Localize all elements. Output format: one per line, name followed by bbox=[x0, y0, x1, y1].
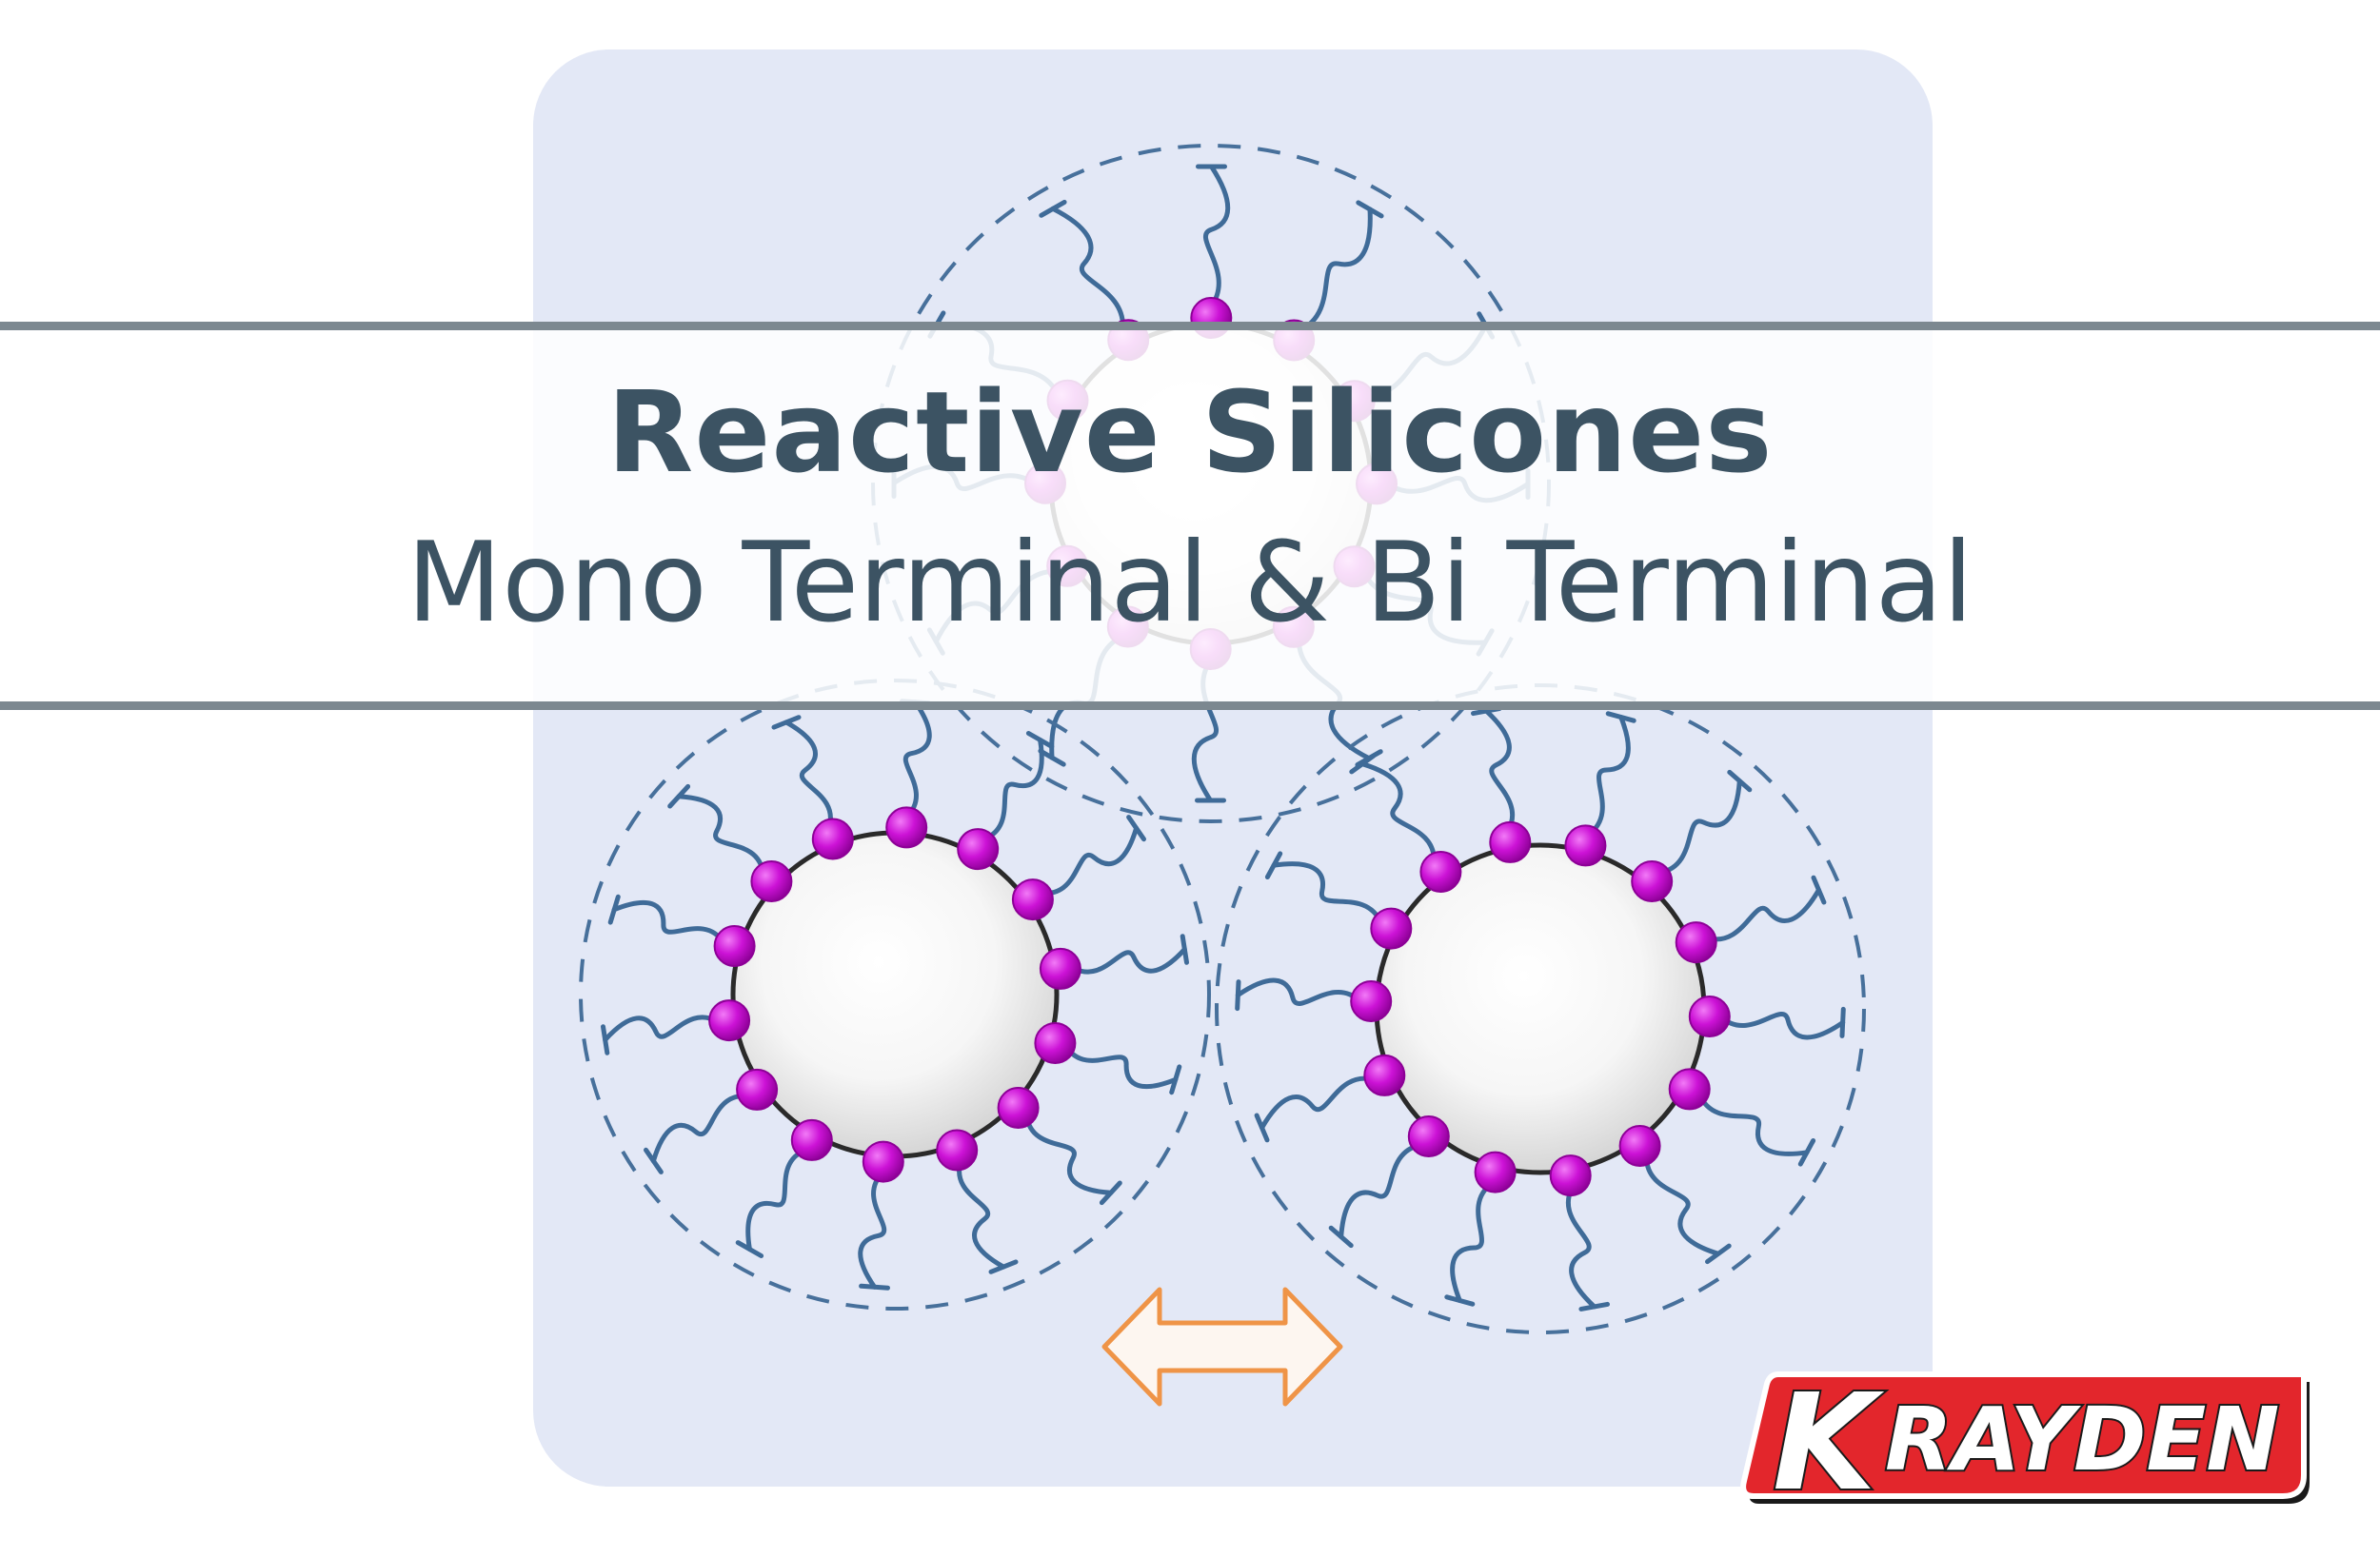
polymer-chain bbox=[1069, 947, 1187, 975]
reactive-group-bead bbox=[1419, 851, 1462, 893]
reactive-group-bead bbox=[1039, 947, 1081, 990]
reactive-group-bead bbox=[708, 999, 751, 1042]
reactive-group-bead bbox=[1688, 996, 1731, 1037]
polymer-chain bbox=[1063, 1044, 1179, 1090]
chain-end-cap bbox=[1099, 1180, 1122, 1206]
polymer-chain bbox=[1359, 761, 1437, 865]
polymer-chain bbox=[1271, 861, 1384, 926]
reactive-group-bead bbox=[885, 806, 928, 849]
title-banner bbox=[0, 322, 2380, 710]
polymer-chain bbox=[981, 738, 1044, 842]
polymer-chain bbox=[1483, 708, 1516, 834]
polymer-chain bbox=[1024, 1113, 1114, 1195]
reactive-group-bead bbox=[1668, 1068, 1711, 1111]
chain-end-cap bbox=[1264, 851, 1283, 879]
chain-end-cap bbox=[1038, 748, 1066, 767]
polymer-chain bbox=[1704, 887, 1821, 942]
polymer-chain bbox=[1565, 1184, 1597, 1310]
reactive-group-bead bbox=[1631, 860, 1674, 902]
polymer-chain bbox=[1339, 1142, 1424, 1239]
chain-end-cap bbox=[1025, 731, 1055, 749]
chain-end-cap bbox=[1797, 1138, 1816, 1167]
page-title: Reactive Silicones bbox=[606, 366, 1774, 498]
reactive-group-bead bbox=[736, 1068, 779, 1111]
krayden-logo: K RAYDEN bbox=[1740, 1364, 2310, 1515]
reactive-group-bead bbox=[957, 828, 1000, 871]
polymer-chain bbox=[902, 700, 932, 818]
chain-end-cap bbox=[1811, 875, 1827, 905]
polymer-chain bbox=[1696, 1092, 1810, 1156]
chain-end-cap bbox=[1039, 199, 1067, 218]
chain-end-cap bbox=[1839, 1006, 1846, 1038]
reactive-group-bead bbox=[750, 860, 793, 902]
reactive-group-bead bbox=[936, 1129, 979, 1172]
reactive-group-bead bbox=[1564, 824, 1607, 867]
reactive-group-bead bbox=[1489, 820, 1532, 863]
polymer-chain bbox=[611, 899, 726, 945]
polymer-chain bbox=[1450, 1180, 1495, 1303]
chain-end-cap bbox=[1349, 753, 1376, 775]
polymer-chain bbox=[1656, 779, 1742, 876]
chain-end-cap bbox=[1705, 1243, 1732, 1265]
chain-end-cap bbox=[735, 1240, 764, 1258]
polymer-chain bbox=[1718, 1012, 1846, 1040]
reactive-group-bead bbox=[713, 925, 756, 967]
chain-end-cap bbox=[1254, 1113, 1270, 1143]
reactive-group-bead bbox=[1618, 1125, 1661, 1167]
reactive-group-bead bbox=[790, 1118, 833, 1161]
chain-end-cap bbox=[607, 894, 621, 925]
chain-end-cap bbox=[988, 1259, 1019, 1274]
particle-right bbox=[1215, 683, 1866, 1334]
polymer-chain bbox=[858, 1171, 887, 1290]
chain-end-cap bbox=[1578, 1301, 1610, 1311]
polymer-chain bbox=[650, 1094, 750, 1164]
reactive-group-bead bbox=[811, 818, 854, 860]
chain-end-cap bbox=[1235, 979, 1241, 1012]
chain-end-cap bbox=[1328, 1225, 1354, 1249]
page-subtitle: Mono Terminal & Bi Terminal bbox=[407, 519, 1973, 647]
polymer-chain bbox=[1644, 1153, 1721, 1256]
polymer-chain bbox=[1050, 206, 1125, 333]
chain-end-cap bbox=[859, 1283, 890, 1291]
polymer-chain bbox=[745, 1147, 809, 1252]
chain-end-cap bbox=[1169, 1064, 1182, 1095]
reactive-group-bead bbox=[1363, 1054, 1406, 1096]
reactive-group-bead bbox=[1474, 1151, 1517, 1193]
polymer-chain bbox=[1259, 1075, 1377, 1131]
reactive-group-bead bbox=[1034, 1022, 1077, 1064]
chain-end-cap bbox=[1605, 711, 1636, 723]
polymer-chain bbox=[676, 794, 765, 877]
chain-end-cap bbox=[667, 783, 691, 809]
reactive-group-bead bbox=[1407, 1115, 1450, 1157]
reactive-group-bead bbox=[1675, 921, 1717, 964]
double-arrow-icon bbox=[1101, 1287, 1343, 1407]
polymer-chain bbox=[1586, 715, 1631, 838]
polymer-chain bbox=[1040, 825, 1140, 896]
logo-wordmark: RAYDEN bbox=[1885, 1389, 2279, 1490]
particle-left bbox=[579, 679, 1211, 1311]
reactive-group-bead bbox=[997, 1087, 1040, 1129]
reactive-group-bead bbox=[1370, 907, 1413, 950]
polymer-chain bbox=[957, 1158, 1006, 1270]
chain-end-cap bbox=[601, 1024, 610, 1055]
chain-end-cap bbox=[771, 715, 802, 730]
chain-end-cap bbox=[1356, 200, 1384, 219]
polymer-chain bbox=[1203, 164, 1231, 309]
polymer-chain bbox=[1297, 207, 1373, 333]
polymer-chain bbox=[603, 1015, 721, 1042]
chain-end-cap bbox=[1727, 769, 1753, 793]
chain-end-cap bbox=[1126, 815, 1146, 842]
polymer-chain bbox=[1235, 977, 1362, 1006]
reactive-group-bead bbox=[1549, 1154, 1592, 1197]
logo-letter-k: K bbox=[1773, 1366, 1885, 1515]
chain-end-cap bbox=[1180, 934, 1189, 965]
reactive-group-bead bbox=[1350, 980, 1393, 1022]
reactive-group-bead bbox=[1011, 878, 1054, 921]
chain-end-cap bbox=[1444, 1294, 1476, 1307]
reactive-group-bead bbox=[862, 1140, 904, 1183]
polymer-chain bbox=[783, 720, 833, 831]
chain-end-cap bbox=[644, 1147, 664, 1174]
